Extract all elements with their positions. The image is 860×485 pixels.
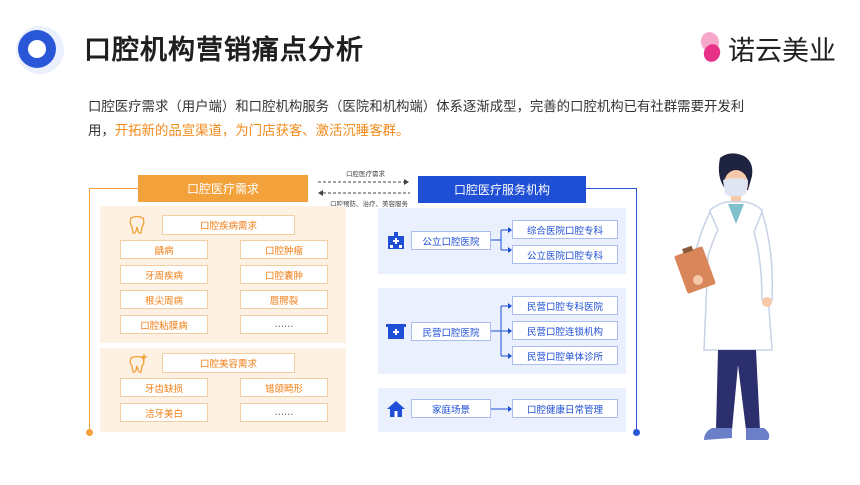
left-bracket-dot (86, 429, 93, 436)
public-hospital-label: 公立口腔医院 (411, 231, 491, 250)
disease-item: 唇腭裂 (240, 290, 328, 309)
intro-text: 口腔医疗需求（用户端）和口腔机构服务（医院和机构端）体系逐渐成型，完善的口腔机构… (88, 100, 745, 139)
private-connector (491, 303, 512, 359)
intro-highlight: 开拓新的品宣渠道，为门店获客、激活沉睡客群。 (114, 124, 410, 139)
beauty-group-title: 口腔美容需求 (162, 353, 295, 373)
disease-item: 口腔肿瘤 (240, 240, 328, 259)
disease-item-more: …… (240, 315, 328, 334)
beauty-item: 牙齿缺损 (120, 378, 208, 397)
page-title: 口腔机构营销痛点分析 (84, 35, 364, 66)
right-bracket-top (586, 188, 636, 189)
right-bracket-dot (633, 429, 640, 436)
disease-group-title: 口腔疾病需求 (162, 215, 295, 235)
hospital-icon (388, 232, 404, 249)
arrow-right (318, 179, 409, 185)
disease-item: 根尖周病 (120, 290, 208, 309)
disease-item: 口腔粘膜病 (120, 315, 208, 334)
brand-name: 诺云美业 (728, 35, 836, 67)
home-scene-label: 家庭场景 (411, 399, 491, 418)
clinic-icon (386, 324, 406, 339)
public-item: 综合医院口腔专科 (512, 220, 618, 239)
private-item: 民营口腔专科医院 (512, 296, 618, 315)
private-item: 民营口腔连锁机构 (512, 321, 618, 340)
arrow-left (318, 190, 410, 196)
public-item: 公立医院口腔专科 (512, 245, 618, 264)
sparkle-tooth-icon (129, 353, 148, 373)
brand-petal-icon (700, 32, 721, 62)
doctor-illustration (674, 153, 774, 440)
home-connector (491, 406, 512, 412)
left-bracket-vertical (89, 188, 90, 432)
left-header: 口腔医疗需求 (138, 175, 308, 202)
beauty-item: 洁牙美白 (120, 403, 208, 422)
intro-paragraph: 口腔医疗需求（用户端）和口腔机构服务（医院和机构端）体系逐渐成型，完善的口腔机构… (88, 96, 748, 144)
beauty-item: 错颌畸形 (240, 378, 328, 397)
house-icon (387, 401, 405, 417)
arrow-bottom-label: 口腔预防、治疗、美容服务 (330, 200, 408, 208)
right-bracket-vertical (636, 188, 637, 432)
title-ring-icon (16, 26, 64, 74)
left-bracket-top (89, 188, 138, 189)
home-item: 口腔健康日常管理 (512, 399, 618, 418)
disease-item: 牙周疾病 (120, 265, 208, 284)
disease-item: 龋病 (120, 240, 208, 259)
brand-logo: 诺云美业 (696, 30, 836, 67)
public-connector (491, 227, 512, 253)
arrow-top-label: 口腔医疗需求 (346, 170, 385, 178)
disease-item: 口腔囊肿 (240, 265, 328, 284)
private-item: 民营口腔单体诊所 (512, 346, 618, 365)
beauty-item-more: …… (240, 403, 328, 422)
right-header: 口腔医疗服务机构 (418, 176, 586, 203)
private-hospital-label: 民营口腔医院 (411, 322, 491, 341)
tooth-icon (129, 215, 145, 234)
